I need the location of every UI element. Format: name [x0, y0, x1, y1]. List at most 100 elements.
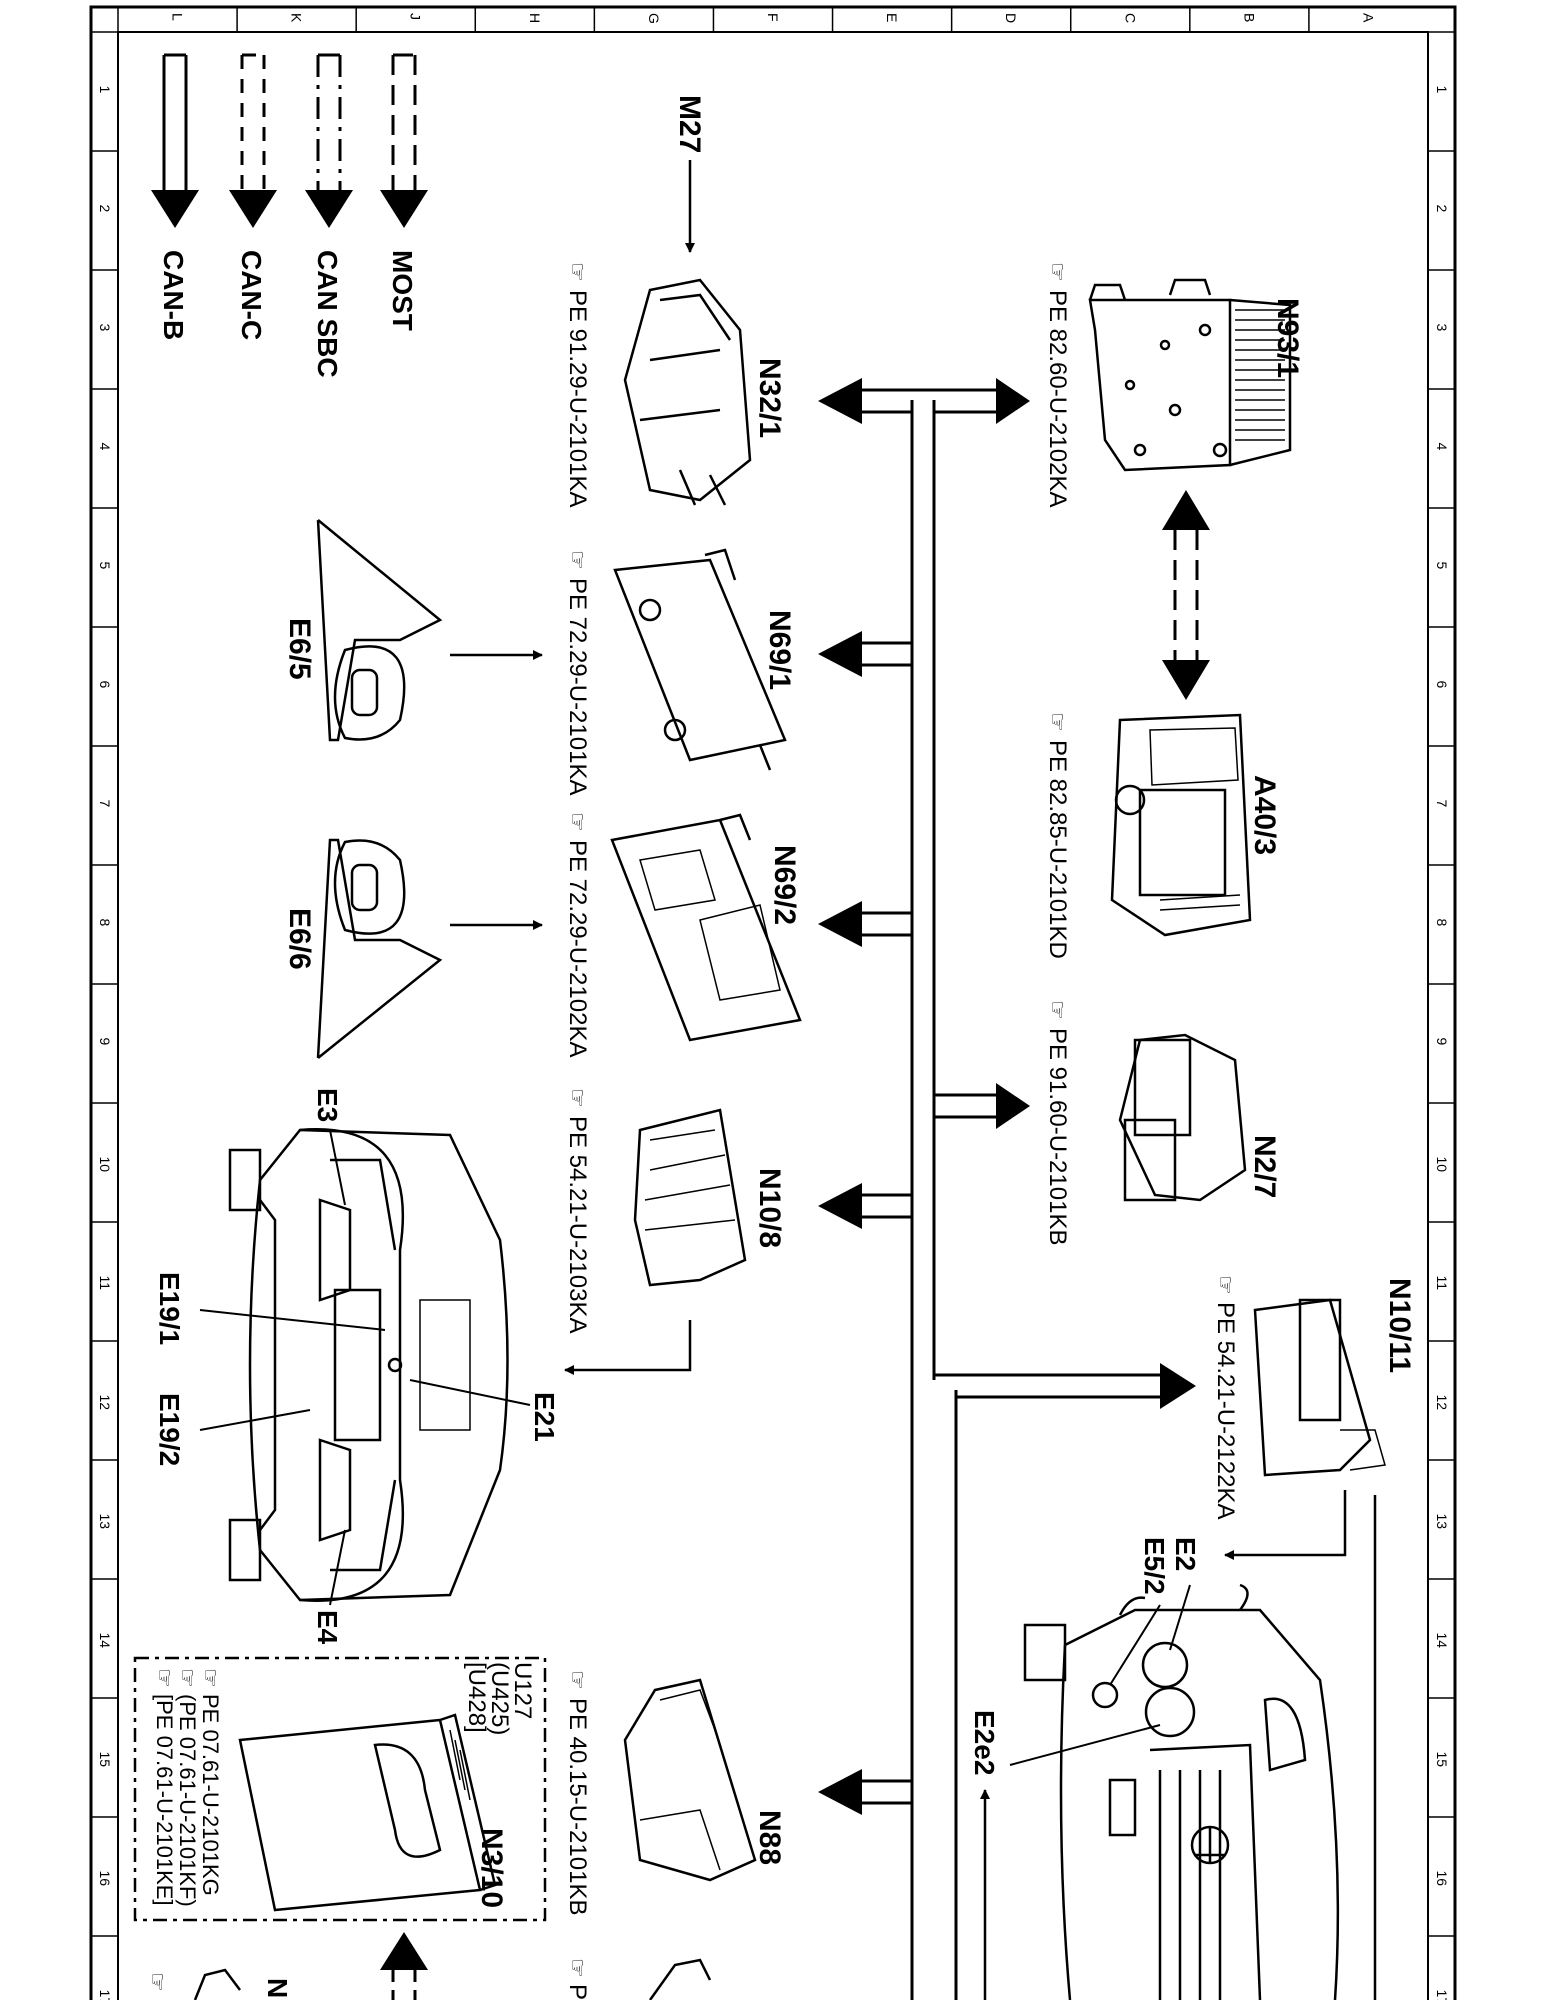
grid-row-label: 4 [1434, 443, 1450, 451]
n69-1-label: N69/1 [763, 610, 796, 690]
n2-7-label: N2/7 [1248, 1135, 1281, 1198]
grid-row-label: 16 [1434, 1871, 1450, 1887]
e2-label: E2 [1170, 1537, 1201, 1571]
bottom-partial: ☞ N ☞ PE [145, 1932, 712, 2000]
n3-10-ref-3: [PE 07.61-U-2101KE] [152, 1694, 177, 1906]
e19-1-leader [199, 1309, 386, 1331]
n10-8-label: N10/8 [753, 1168, 786, 1248]
e3-label: E3 [312, 1088, 343, 1122]
grid-row-label: 16 [97, 1871, 113, 1887]
book-icon: ☞ [198, 1668, 223, 1688]
n3-10-group: N3/10 U127 (U425) [U428] ☞ PE 07.61-U-21… [133, 1656, 547, 1922]
n10-11-label: N10/11 [1383, 1278, 1416, 1373]
n3-10-ref-2: (PE 07.61-U-2101KF) [175, 1694, 200, 1907]
n10-11-ref: ☞ PE 54.21-U-2122KA [1212, 1275, 1239, 1519]
module-n69-2 [610, 813, 802, 1042]
grid-row-label: 11 [1434, 1276, 1450, 1291]
e19-2-leader [199, 1409, 311, 1431]
e21-label: E21 [529, 1392, 560, 1442]
book-icon: ☞ [145, 1972, 170, 1992]
grid-column-label: F [765, 13, 781, 22]
book-icon: ☞ [1045, 262, 1070, 282]
book-icon: ☞ [565, 262, 590, 282]
e6-5-label: E6/5 [283, 618, 316, 680]
n10-8-ref-text: PE 54.21-U-2103KA [564, 1116, 591, 1333]
book-icon: ☞ [175, 1668, 200, 1688]
n10-8-ref: ☞ PE 54.21-U-2103KA [564, 1088, 591, 1333]
grid-row-label: 1 [1434, 86, 1450, 94]
book-icon: ☞ [565, 550, 590, 570]
drawing-frame [89, 5, 1457, 2000]
e5-2-label: E5/2 [1139, 1537, 1170, 1595]
n69-1-ref: ☞ PE 72.29-U-2101KA [564, 550, 591, 795]
grid-row-label: 2 [1434, 205, 1450, 213]
e2e2-label: E2e2 [969, 1710, 1000, 1775]
n10-11-to-lamps-arrow [1224, 1490, 1347, 1560]
grid-column-label: L [170, 13, 186, 21]
book-icon: ☞ [565, 1088, 590, 1108]
grid-row-label: 13 [1434, 1514, 1450, 1530]
e4-label: E4 [312, 1610, 343, 1645]
module-n93-1 [1088, 278, 1292, 472]
module-n10-11 [1253, 1298, 1386, 1477]
grid-row-label: 17 [97, 1990, 113, 2000]
a40-3-ref: ☞ PE 82.85-U-2101KD [1044, 712, 1071, 959]
a40-3-label: A40/3 [1248, 775, 1281, 855]
grid-row-label: 15 [97, 1752, 113, 1768]
grid-row-label: 17 [1434, 1990, 1450, 2000]
grid-row-label: 7 [97, 800, 113, 808]
n10-8-to-lamps-arrow [564, 1320, 692, 1375]
legend-can-sbc: CAN SBC [305, 53, 353, 378]
n69-2-ref-text: PE 72.29-U-2102KA [564, 840, 591, 1057]
n93-1-label: N93/1 [1271, 298, 1304, 378]
bus-branches [846, 390, 1160, 1805]
n32-1-ref-text: PE 91.29-U-2101KA [564, 290, 591, 507]
n69-1-ref-text: PE 72.29-U-2101KA [564, 578, 591, 795]
e4-leader [329, 1529, 346, 1606]
n93-1-ref-text: PE 82.60-U-2102KA [1044, 290, 1071, 507]
module-n32-1 [623, 278, 752, 506]
grid-row-label: 8 [1434, 919, 1450, 927]
legend-can-sbc-label: CAN SBC [312, 250, 343, 378]
mirror-e6-6 [316, 838, 443, 1059]
vehicle-front [1023, 1583, 1340, 2000]
module-n88 [623, 1678, 757, 1882]
book-icon: ☞ [1045, 712, 1070, 732]
n3-10-ref-1: PE 07.61-U-2101KG [198, 1694, 223, 1896]
legend-can-c-label: CAN-C [236, 250, 267, 340]
grid-row-label: 7 [1434, 800, 1450, 808]
grid-column-label: H [527, 13, 543, 23]
e21-leader [409, 1379, 531, 1406]
grid-row-label: 2 [97, 205, 113, 213]
e2-leader [1169, 1584, 1191, 1651]
module-n3-10 [238, 1713, 497, 1912]
can-b-bus [848, 388, 1000, 2000]
module-n10-8 [633, 1108, 747, 1287]
n3-10-variant-1: U127 [509, 1662, 536, 1719]
module-n69-1 [613, 548, 787, 771]
grid-row-label: 6 [97, 681, 113, 689]
grid-row-label: 10 [97, 1157, 113, 1173]
e3-leader [329, 1129, 346, 1206]
book-icon: ☞ [1045, 1000, 1070, 1020]
n88-ref-text: PE 40.15-U-2101KB [564, 1698, 591, 1915]
grid-row-label: 3 [1434, 324, 1450, 332]
n3-10-variant-3: [U428] [463, 1662, 490, 1733]
grid-row-label: 1 [97, 86, 113, 94]
e19-2-label: E19/2 [154, 1393, 185, 1466]
legend-most-label: MOST [387, 250, 418, 331]
grid-row-label: 13 [97, 1514, 113, 1530]
grid-column-label: K [289, 13, 305, 23]
a40-3-ref-text: PE 82.85-U-2101KD [1044, 740, 1071, 959]
grid-row-label: 15 [1434, 1752, 1450, 1768]
book-icon: ☞ [152, 1668, 177, 1688]
legend: MOST CAN SBC CAN-C CAN-B [151, 53, 428, 378]
grid-row-label: 3 [97, 324, 113, 332]
n69-2-ref: ☞ PE 72.29-U-2102KA [564, 812, 591, 1057]
book-icon: ☞ [565, 1958, 590, 1978]
e5-2-leader [1109, 1604, 1161, 1686]
grid-column-label: J [408, 13, 424, 20]
n88-ref: ☞ PE 40.15-U-2101KB [564, 1670, 591, 1915]
e19-1-label: E19/1 [154, 1272, 185, 1345]
